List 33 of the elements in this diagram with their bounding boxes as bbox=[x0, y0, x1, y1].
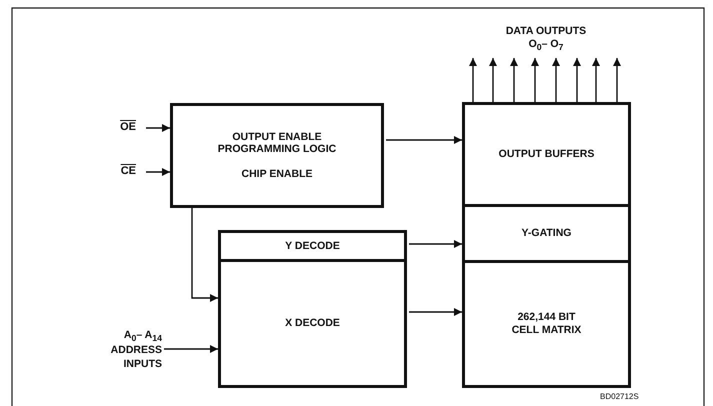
arrow bbox=[510, 58, 518, 102]
arrow bbox=[552, 58, 560, 102]
arrow bbox=[146, 168, 170, 176]
block-label: X DECODE bbox=[285, 317, 340, 330]
arrow bbox=[592, 58, 600, 102]
block-box bbox=[462, 204, 631, 263]
arrow bbox=[489, 58, 497, 102]
block-label: CHIP ENABLE bbox=[242, 168, 312, 180]
arrow bbox=[613, 58, 621, 102]
signal-name: CE bbox=[120, 165, 136, 179]
block-box bbox=[462, 260, 631, 388]
block-label: Y-GATING bbox=[522, 227, 572, 240]
arrow bbox=[146, 124, 170, 132]
block-label: 262,144 BIT CELL MATRIX bbox=[510, 311, 582, 337]
block-box bbox=[218, 230, 407, 262]
arrow bbox=[386, 136, 462, 144]
arrow bbox=[573, 58, 581, 102]
signal-label: DATA OUTPUTS O$_{0}$– O$_{7}$ bbox=[504, 24, 588, 54]
block-box bbox=[170, 103, 384, 208]
arrow bbox=[164, 345, 218, 353]
signal-name: OE bbox=[120, 121, 136, 135]
arrow bbox=[191, 208, 218, 302]
block-box bbox=[218, 259, 407, 388]
block-label: Y DECODE bbox=[285, 240, 340, 252]
arrow bbox=[409, 240, 462, 248]
block-label: OUTPUT ENABLE PROGRAMMING LOGIC bbox=[216, 130, 338, 156]
arrow bbox=[531, 58, 539, 102]
figure-code: BD02712S bbox=[600, 392, 639, 401]
signal-label: A$_{0}$– A$_{14}$ ADDRESS INPUTS bbox=[110, 329, 162, 371]
block-box bbox=[462, 102, 631, 207]
block-label: OUTPUT BUFFERS bbox=[498, 148, 594, 161]
arrow bbox=[409, 308, 462, 316]
arrow bbox=[469, 58, 477, 102]
